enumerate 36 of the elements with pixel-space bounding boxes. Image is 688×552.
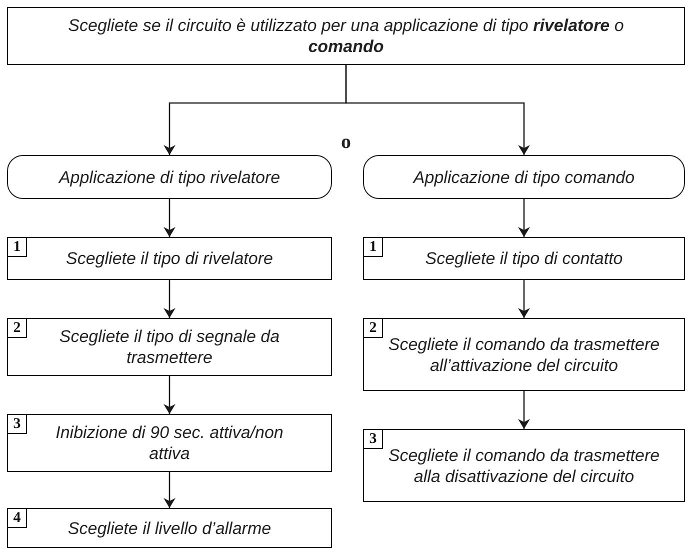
box-text: Scegliete il livello d’allarme [68, 518, 272, 538]
step-number: 2 [363, 318, 383, 338]
rounded-box [363, 155, 685, 199]
step-box [363, 429, 685, 502]
step-box [7, 237, 332, 280]
step-box [7, 414, 332, 472]
step-number: 4 [7, 508, 27, 528]
box-text: Scegliete se il circuito è utilizzato per una applicazione di tipo rivelatore o comando [67, 15, 625, 57]
step-number: 3 [363, 429, 383, 449]
step-box [7, 318, 332, 376]
step-number: 3 [7, 414, 27, 434]
step-box [363, 318, 685, 391]
box-text: Inibizione di 90 sec. attiva/non attiva [54, 422, 284, 464]
or-label: o [341, 131, 351, 154]
step-number: 2 [7, 318, 27, 338]
step-box [7, 508, 332, 548]
rounded-box [7, 155, 332, 199]
box-text: Scegliete il tipo di contatto [425, 248, 623, 269]
process-box [7, 7, 685, 65]
arrow [164, 376, 176, 414]
box-text: Scegliete il tipo di segnale da trasmettere [58, 326, 281, 368]
arrow [518, 199, 530, 237]
box-text: Applicazione di tipo rivelatore [58, 166, 280, 188]
step-box [363, 237, 685, 280]
arrow [164, 280, 176, 318]
step-number: 1 [363, 237, 383, 257]
box-text: Scegliete il tipo di rivelatore [66, 248, 273, 269]
arrow [164, 472, 176, 508]
box-text: Scegliete il comando da trasmettere alla disattivazione del circuito [387, 444, 661, 486]
arrow [164, 199, 176, 237]
step-number: 1 [7, 237, 27, 257]
arrow [345, 65, 530, 155]
box-text: Scegliete il comando da trasmettere all’attivazione del circuito [387, 334, 661, 376]
arrow [518, 280, 530, 318]
box-text: Applicazione di tipo comando [413, 166, 635, 188]
arrow [518, 391, 530, 429]
